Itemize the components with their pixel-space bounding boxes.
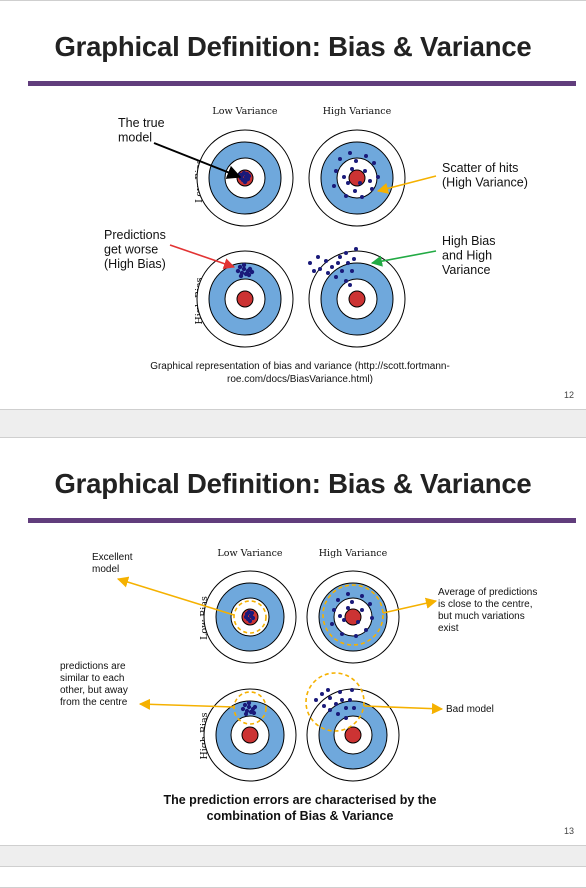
highlight-circle-lbhv (322, 584, 384, 646)
highlight-circle-hblv (233, 691, 267, 725)
arrow-excellent (116, 576, 235, 616)
next-slide-partial (0, 866, 586, 888)
page-number: 12 (563, 390, 574, 400)
column-label-low-variance: Low Variance (217, 548, 283, 559)
arrow-bad (363, 703, 444, 715)
arrow-worse (169, 244, 236, 270)
prediction-dots-lblv (243, 609, 256, 624)
prediction-dots-lbhv (330, 592, 374, 638)
highlight-circle-hbhv (305, 672, 365, 732)
arrow-similar (138, 698, 235, 710)
prediction-dots-hbhv (314, 688, 356, 720)
annotation-bad: Bad model (446, 704, 494, 715)
slide-title: Graphical Definition: Bias & Variance (54, 468, 532, 499)
title-rule (28, 81, 576, 86)
highlight-circle-lblv (233, 600, 267, 634)
prediction-dots-hblv (235, 262, 255, 279)
prediction-dots-hblv (240, 700, 258, 717)
column-label-low-variance: Low Variance (212, 106, 278, 117)
figure-caption: Graphical representation of bias and var… (150, 361, 450, 385)
prediction-dots-lbhv (332, 151, 380, 199)
bottom-statement: The prediction errors are characterised … (163, 793, 437, 823)
page-number: 13 (563, 826, 574, 836)
target-high-bias-high-variance (306, 688, 400, 782)
title-rule (28, 518, 576, 523)
slide-title: Graphical Definition: Bias & Variance (54, 31, 532, 62)
bias-variance-diagram: Low Variance High Variance Low Bias High… (104, 106, 528, 348)
column-label-high-variance: High Variance (323, 106, 392, 117)
slide-13: Graphical Definition: Bias & Variance Lo… (0, 437, 586, 846)
arrow-high-both (370, 250, 437, 267)
column-label-high-variance: High Variance (319, 548, 388, 559)
bias-variance-diagram-annotated: Low Variance High Variance Low Bias High… (60, 548, 537, 782)
slide-12: Graphical Definition: Bias & Variance Lo… (0, 0, 586, 410)
target-high-bias-high-variance (308, 250, 406, 348)
annotation-scatter: Scatter of hits(High Variance) (442, 161, 528, 190)
arrow-true-model (153, 142, 242, 179)
target-low-bias-high-variance (308, 129, 406, 227)
prediction-dots-hbhv (308, 247, 358, 287)
arrow-scatter (376, 175, 437, 194)
arrow-average (382, 597, 438, 614)
